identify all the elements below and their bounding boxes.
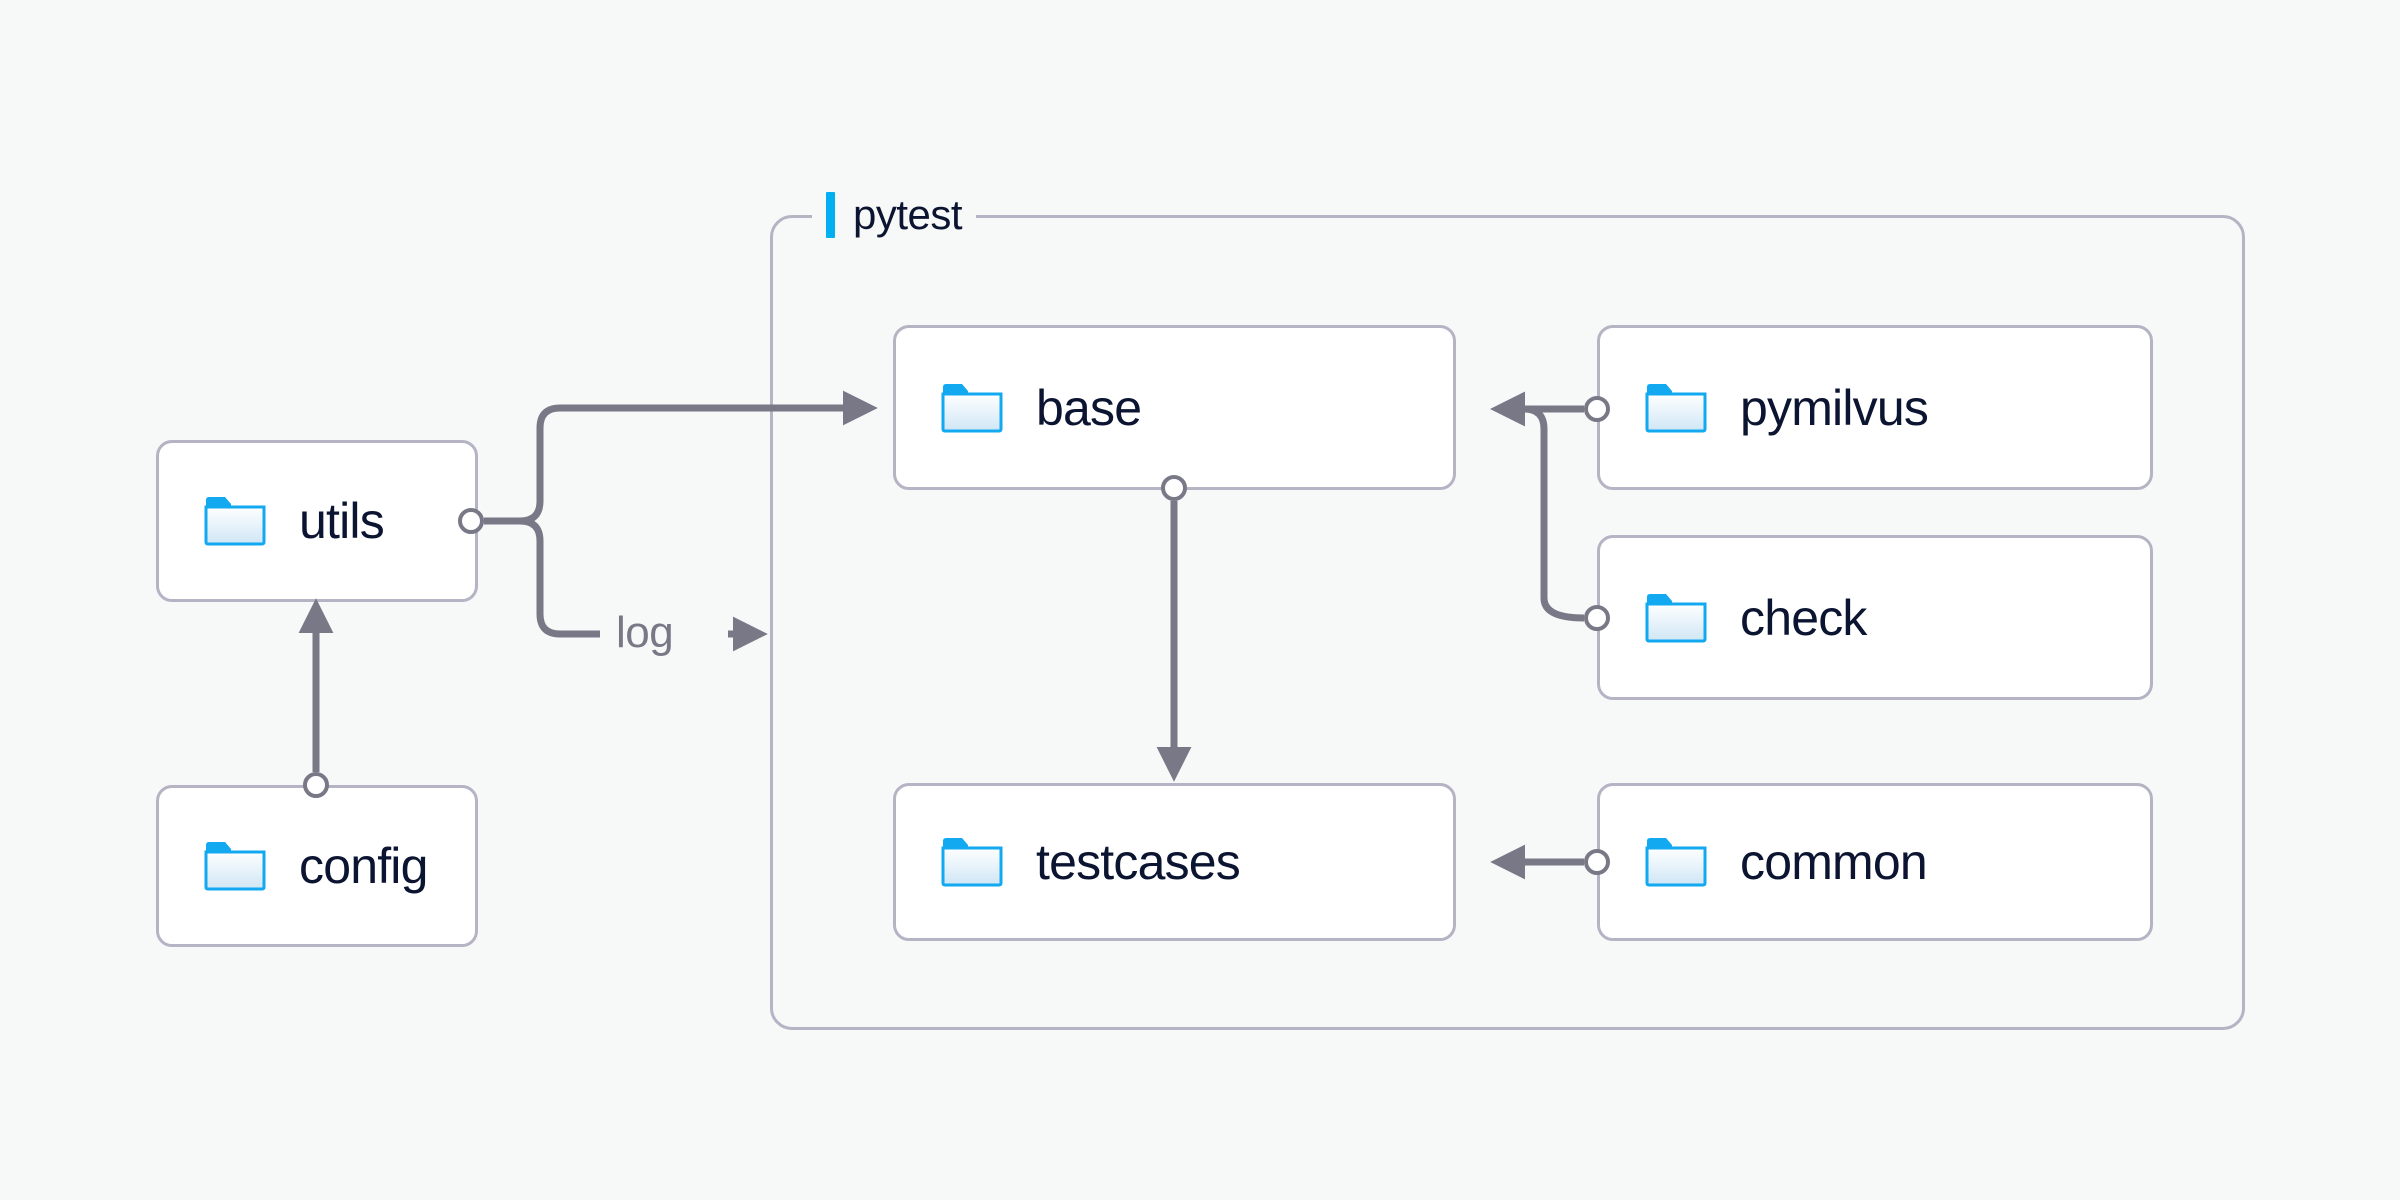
node-testcases-label: testcases [1036, 834, 1241, 890]
edge-utils-log [484, 517, 600, 638]
group-title: pytest [853, 191, 963, 238]
folder-icon [941, 838, 1003, 887]
node-config-label: config [299, 838, 428, 894]
folder-icon [1645, 383, 1707, 432]
port-base-bottom[interactable] [1161, 475, 1187, 501]
node-common-label: common [1740, 834, 1928, 890]
node-utils[interactable]: utils [156, 440, 478, 602]
group-accent-bar [826, 192, 835, 238]
group-pytest-label: pytest [812, 188, 977, 242]
group-pytest[interactable] [770, 215, 2245, 1030]
node-utils-label: utils [299, 493, 385, 549]
node-check-label: check [1740, 589, 1867, 646]
port-common-left[interactable] [1584, 849, 1610, 875]
port-check-left[interactable] [1584, 605, 1610, 631]
folder-icon [1645, 593, 1707, 642]
node-testcases[interactable]: testcases [893, 783, 1456, 941]
port-config-top[interactable] [303, 772, 329, 798]
folder-icon [204, 842, 266, 891]
folder-icon [941, 383, 1003, 432]
node-base[interactable]: base [893, 325, 1456, 490]
node-pymilvus[interactable]: pymilvus [1597, 325, 2153, 490]
folder-icon [204, 497, 266, 546]
node-common[interactable]: common [1597, 783, 2153, 941]
node-check[interactable]: check [1597, 535, 2153, 700]
node-config[interactable]: config [156, 785, 478, 947]
node-pymilvus-label: pymilvus [1740, 379, 1929, 436]
folder-icon [1645, 838, 1707, 887]
port-utils-right[interactable] [458, 508, 484, 534]
node-base-label: base [1036, 379, 1142, 436]
edge-label-log: log [608, 608, 682, 658]
port-pymilvus-left[interactable] [1584, 396, 1610, 422]
